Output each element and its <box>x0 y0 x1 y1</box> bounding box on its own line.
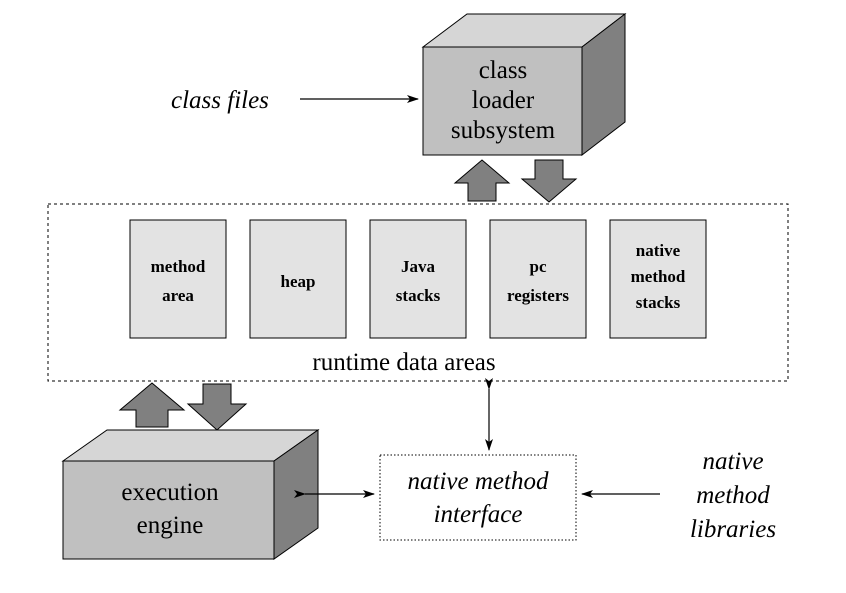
loader-up-arrow <box>453 159 511 202</box>
class-files-label: class files <box>171 87 269 114</box>
pc-registers-line1: pc <box>530 257 547 276</box>
runtime-data-areas-label: runtime data areas <box>312 349 495 376</box>
native-libraries-line3: libraries <box>690 516 776 543</box>
method-area-box: method area <box>129 219 227 339</box>
engine-down-arrow <box>186 383 248 431</box>
native-interface-line1: native method <box>408 468 549 495</box>
native-interface-line2: interface <box>434 501 523 528</box>
execution-engine-box: execution engine <box>61 429 320 560</box>
loader-down-arrow <box>520 159 578 203</box>
native-method-stacks-line2: method <box>631 267 686 286</box>
execution-engine-line1: execution <box>121 479 219 506</box>
heap-label: heap <box>281 272 316 291</box>
native-libraries-line2: method <box>696 482 770 509</box>
native-method-interface-box: native method interface <box>379 454 577 541</box>
runtime-data-areas-container <box>47 203 789 382</box>
native-method-stacks-line1: native <box>636 241 681 260</box>
native-method-libraries-label: native method libraries <box>690 448 776 543</box>
class-loader-box: class loader subsystem <box>421 12 627 157</box>
heap-box: heap <box>249 219 347 339</box>
class-loader-line1: class <box>479 57 528 84</box>
java-stacks-line2: stacks <box>396 286 441 305</box>
native-method-stacks-box: native method stacks <box>609 219 707 339</box>
pc-registers-box: pc registers <box>489 219 587 339</box>
native-method-stacks-line3: stacks <box>636 293 681 312</box>
engine-up-arrow <box>118 382 186 428</box>
class-loader-line3: subsystem <box>451 117 556 144</box>
java-stacks-line1: Java <box>401 257 436 276</box>
java-stacks-box: Java stacks <box>369 219 467 339</box>
method-area-line2: area <box>162 286 194 305</box>
execution-engine-line2: engine <box>137 512 204 539</box>
method-area-line1: method <box>151 257 206 276</box>
pc-registers-line2: registers <box>507 286 569 305</box>
class-loader-line2: loader <box>472 87 535 114</box>
native-libraries-line1: native <box>702 448 763 475</box>
